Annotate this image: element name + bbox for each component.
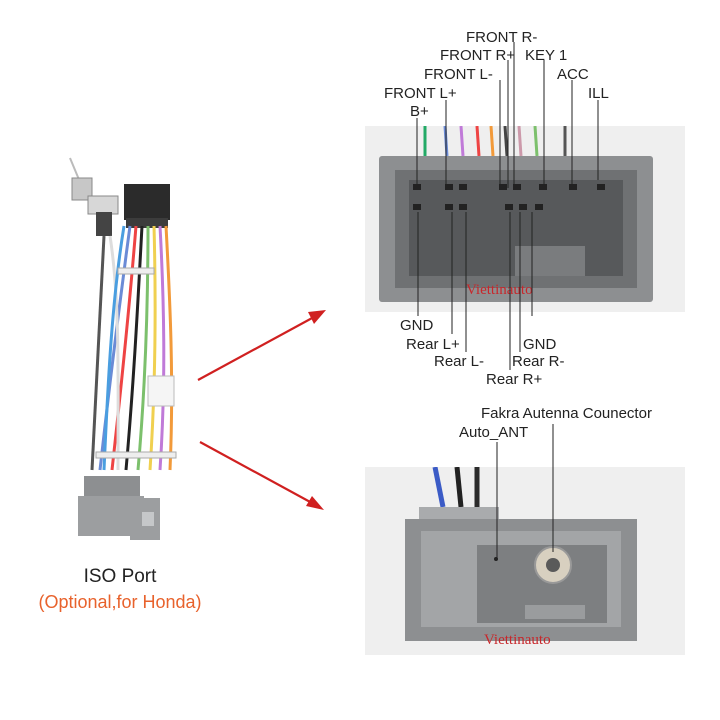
- label-gnd-left: GND: [400, 317, 434, 334]
- harness-bottom-connectors: [78, 476, 160, 540]
- label-rear-l-minus: Rear L-: [434, 353, 485, 370]
- label-front-l-plus: FRONT L+: [384, 85, 457, 102]
- harness-subcaption: (Optional,for Honda): [38, 592, 202, 612]
- label-rear-l-plus: Rear L+: [406, 336, 460, 353]
- label-fakra-connector: Fakra Autenna Counector: [481, 405, 652, 422]
- label-rear-r-plus: Rear R+: [486, 371, 543, 388]
- bottom-connector-drawing: [405, 467, 637, 641]
- arrow-to-top-connector: [197, 310, 326, 381]
- label-rear-r-minus: Rear R-: [512, 353, 565, 370]
- arrow-to-bottom-connector: [199, 441, 324, 510]
- harness-tag: [147, 375, 175, 407]
- cable-tie: [95, 451, 177, 459]
- top-connector-drawing: [379, 126, 653, 302]
- label-key-1: KEY 1: [525, 47, 568, 64]
- bottom-connector-photo: [365, 467, 685, 655]
- label-gnd-right: GND: [523, 336, 557, 353]
- cable-tie: [117, 267, 155, 275]
- label-front-r-minus: FRONT R-: [466, 29, 538, 46]
- label-ill: ILL: [588, 85, 609, 102]
- label-front-r-plus: FRONT R+: [440, 47, 516, 64]
- watermark-top: Viettinauto: [466, 282, 533, 298]
- label-acc: ACC: [557, 66, 589, 83]
- antenna-plug: [69, 157, 119, 236]
- wire-bundle: [90, 225, 174, 471]
- harness-top-plug: [124, 184, 170, 228]
- label-auto-ant: Auto_ANT: [459, 424, 529, 441]
- harness-caption: ISO Port: [83, 566, 157, 587]
- label-b-plus: B+: [410, 103, 429, 120]
- label-front-l-minus: FRONT L-: [424, 66, 493, 83]
- watermark-bottom: Viettinauto: [484, 632, 551, 648]
